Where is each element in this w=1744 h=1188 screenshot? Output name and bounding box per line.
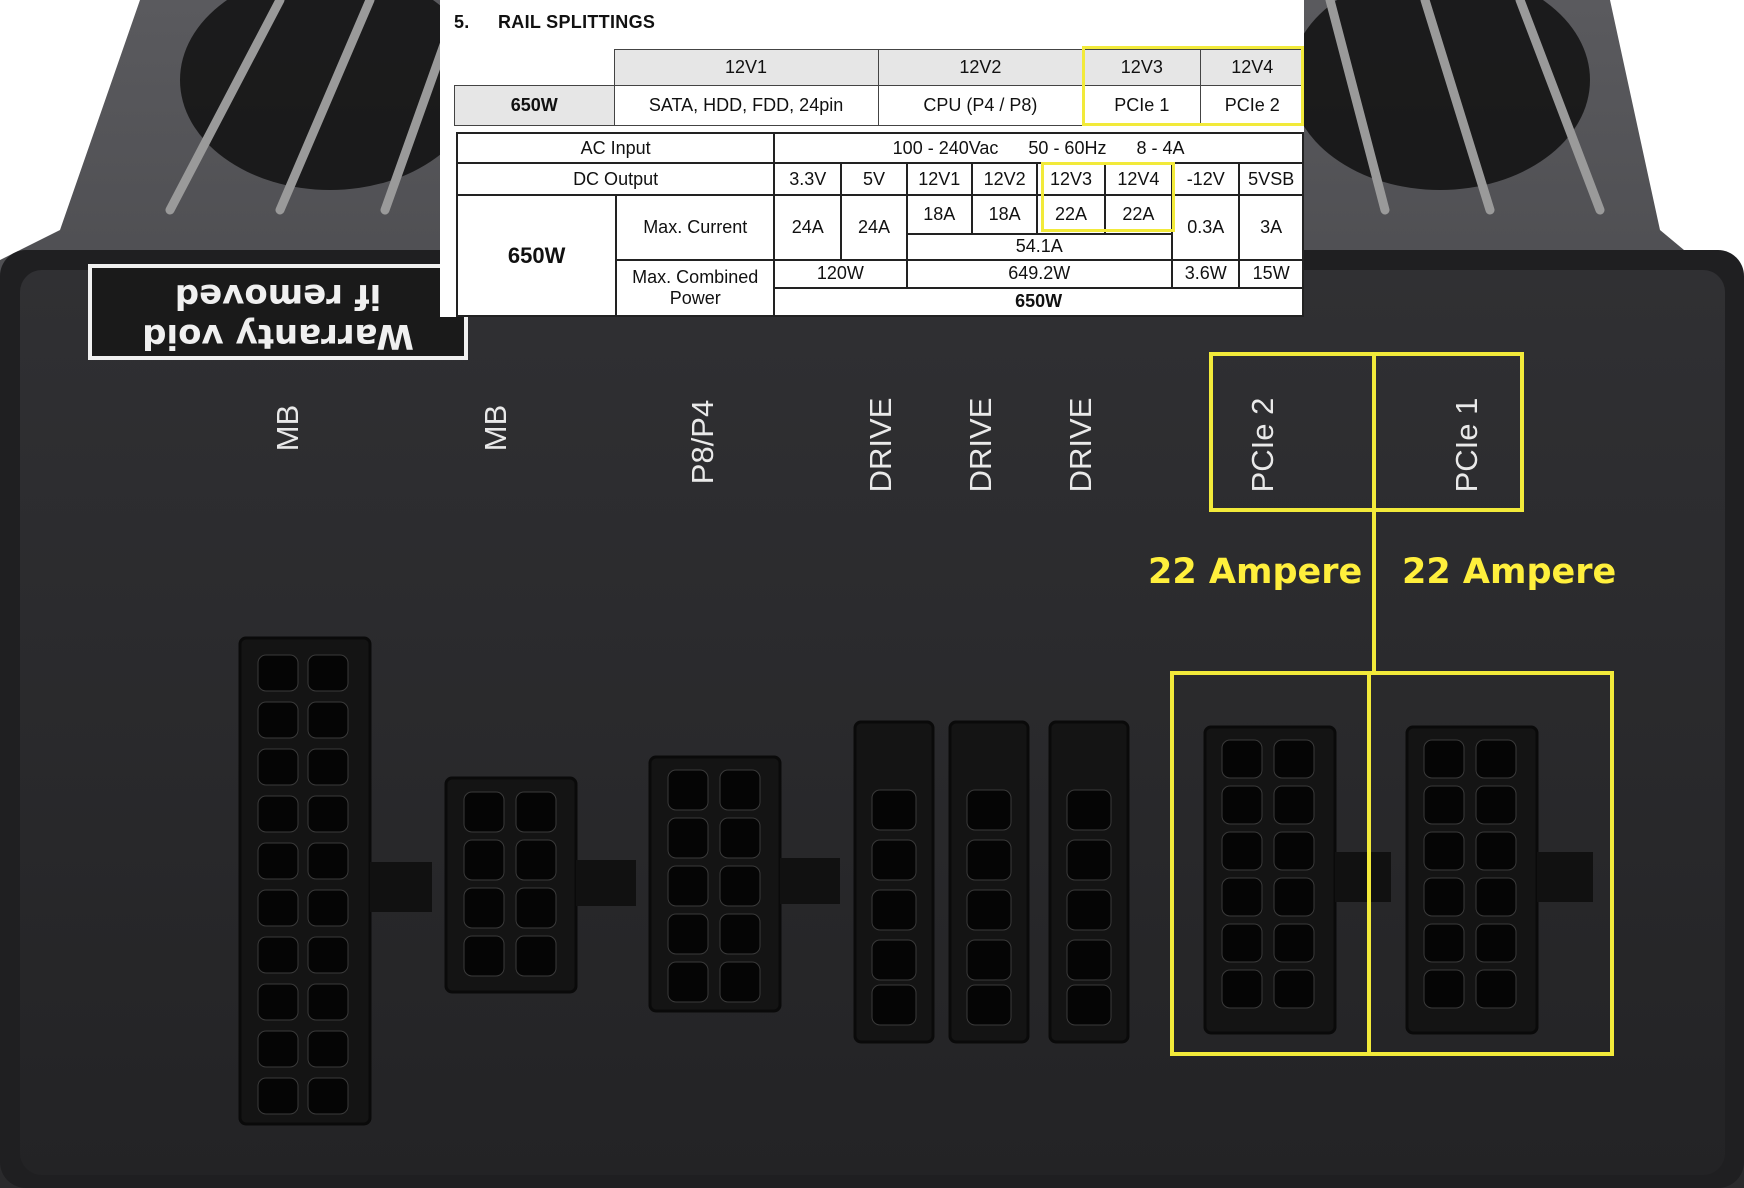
rail-connectors-12v1: SATA, HDD, FDD, 24pin bbox=[613, 85, 879, 126]
current-12v3: 22A bbox=[1036, 194, 1106, 235]
port-label-drive-1: DRIVE bbox=[863, 397, 898, 493]
model-label: 650W bbox=[455, 194, 618, 317]
sticker-line-2: if removed bbox=[174, 276, 382, 316]
dc-col-12v1: 12V1 bbox=[905, 162, 973, 197]
current-12v4: 22A bbox=[1103, 194, 1174, 235]
current-5vsb: 3A bbox=[1238, 194, 1304, 261]
port-label-mb-1: MB bbox=[270, 404, 305, 452]
port-label-pcie-1: PCIe 1 bbox=[1449, 397, 1484, 493]
section-number: 5. bbox=[454, 12, 470, 32]
current-12v1: 18A bbox=[905, 194, 973, 235]
port-label-drive-3: DRIVE bbox=[1063, 397, 1098, 493]
current-12v2: 18A bbox=[970, 194, 1039, 235]
dc-output-label: DC Output bbox=[455, 162, 776, 197]
highlight-12v3-12v4-current bbox=[1041, 162, 1175, 232]
rail-spec-panel: 5. RAIL SPLITTINGS 12V1 12V2 12V3 12V4 65… bbox=[440, 0, 1304, 318]
combined-power-minus12v: 3.6W bbox=[1171, 258, 1241, 289]
dc-col-5vsb: 5VSB bbox=[1238, 162, 1304, 197]
section-heading: 5. RAIL SPLITTINGS bbox=[454, 12, 655, 33]
total-power: 650W bbox=[773, 286, 1304, 318]
dc-col-12v3: 12V3 bbox=[1036, 162, 1106, 197]
max-current-label: Max. Current bbox=[615, 194, 776, 261]
ac-input-value: 100 - 240Vac 50 - 60Hz 8 - 4A bbox=[773, 131, 1304, 165]
rail-header-12v4: 12V4 bbox=[1200, 49, 1304, 86]
rail-connectors-12v2: CPU (P4 / P8) bbox=[877, 85, 1084, 126]
warranty-sticker: Warranty void if removed bbox=[88, 264, 468, 360]
rail-split-table: 12V1 12V2 12V3 12V4 650W SATA, HDD, FDD,… bbox=[454, 49, 1304, 126]
ampere-label-pcie-1: 22 Ampere bbox=[1402, 552, 1617, 592]
current-minus12v: 0.3A bbox=[1171, 194, 1241, 261]
port-label-drive-2: DRIVE bbox=[963, 397, 998, 493]
dc-col-minus12v: -12V bbox=[1171, 162, 1241, 197]
combined-power-low: 120W bbox=[773, 258, 908, 289]
dc-col-3v3: 3.3V bbox=[773, 162, 843, 197]
highlight-boxes bbox=[1170, 352, 1614, 1056]
max-combined-label: Max. Combined Power bbox=[615, 258, 776, 318]
section-title: RAIL SPLITTINGS bbox=[498, 12, 656, 32]
port-label-pcie-2: PCIe 2 bbox=[1245, 397, 1280, 493]
electrical-spec-table: AC Input 100 - 240Vac 50 - 60Hz 8 - 4A D… bbox=[455, 131, 1304, 318]
combined-12v-current: 54.1A bbox=[905, 232, 1174, 261]
combined-power-5vsb: 15W bbox=[1238, 258, 1304, 289]
highlight-12v3-12v4-rails bbox=[1082, 46, 1304, 126]
rail-header-12v1: 12V1 bbox=[613, 49, 879, 86]
current-3v3: 24A bbox=[773, 194, 843, 261]
dc-col-12v4: 12V4 bbox=[1103, 162, 1174, 197]
port-label-mb-2: MB bbox=[478, 404, 513, 452]
port-label-p8p4: P8/P4 bbox=[685, 399, 720, 485]
ac-input-label: AC Input bbox=[455, 131, 776, 165]
current-5v: 24A bbox=[840, 194, 908, 261]
dc-col-5v: 5V bbox=[840, 162, 908, 197]
model-cell: 650W bbox=[454, 85, 615, 126]
sticker-line-1: Warranty void bbox=[142, 316, 414, 356]
rail-header-12v3: 12V3 bbox=[1082, 49, 1202, 86]
ampere-label-pcie-2: 22 Ampere bbox=[1148, 552, 1363, 592]
combined-power-12v: 649.2W bbox=[905, 258, 1174, 289]
rail-connectors-12v4: PCIe 2 bbox=[1200, 85, 1304, 126]
dc-col-12v2: 12V2 bbox=[970, 162, 1039, 197]
rail-connectors-12v3: PCIe 1 bbox=[1082, 85, 1202, 126]
rail-header-12v2: 12V2 bbox=[877, 49, 1084, 86]
